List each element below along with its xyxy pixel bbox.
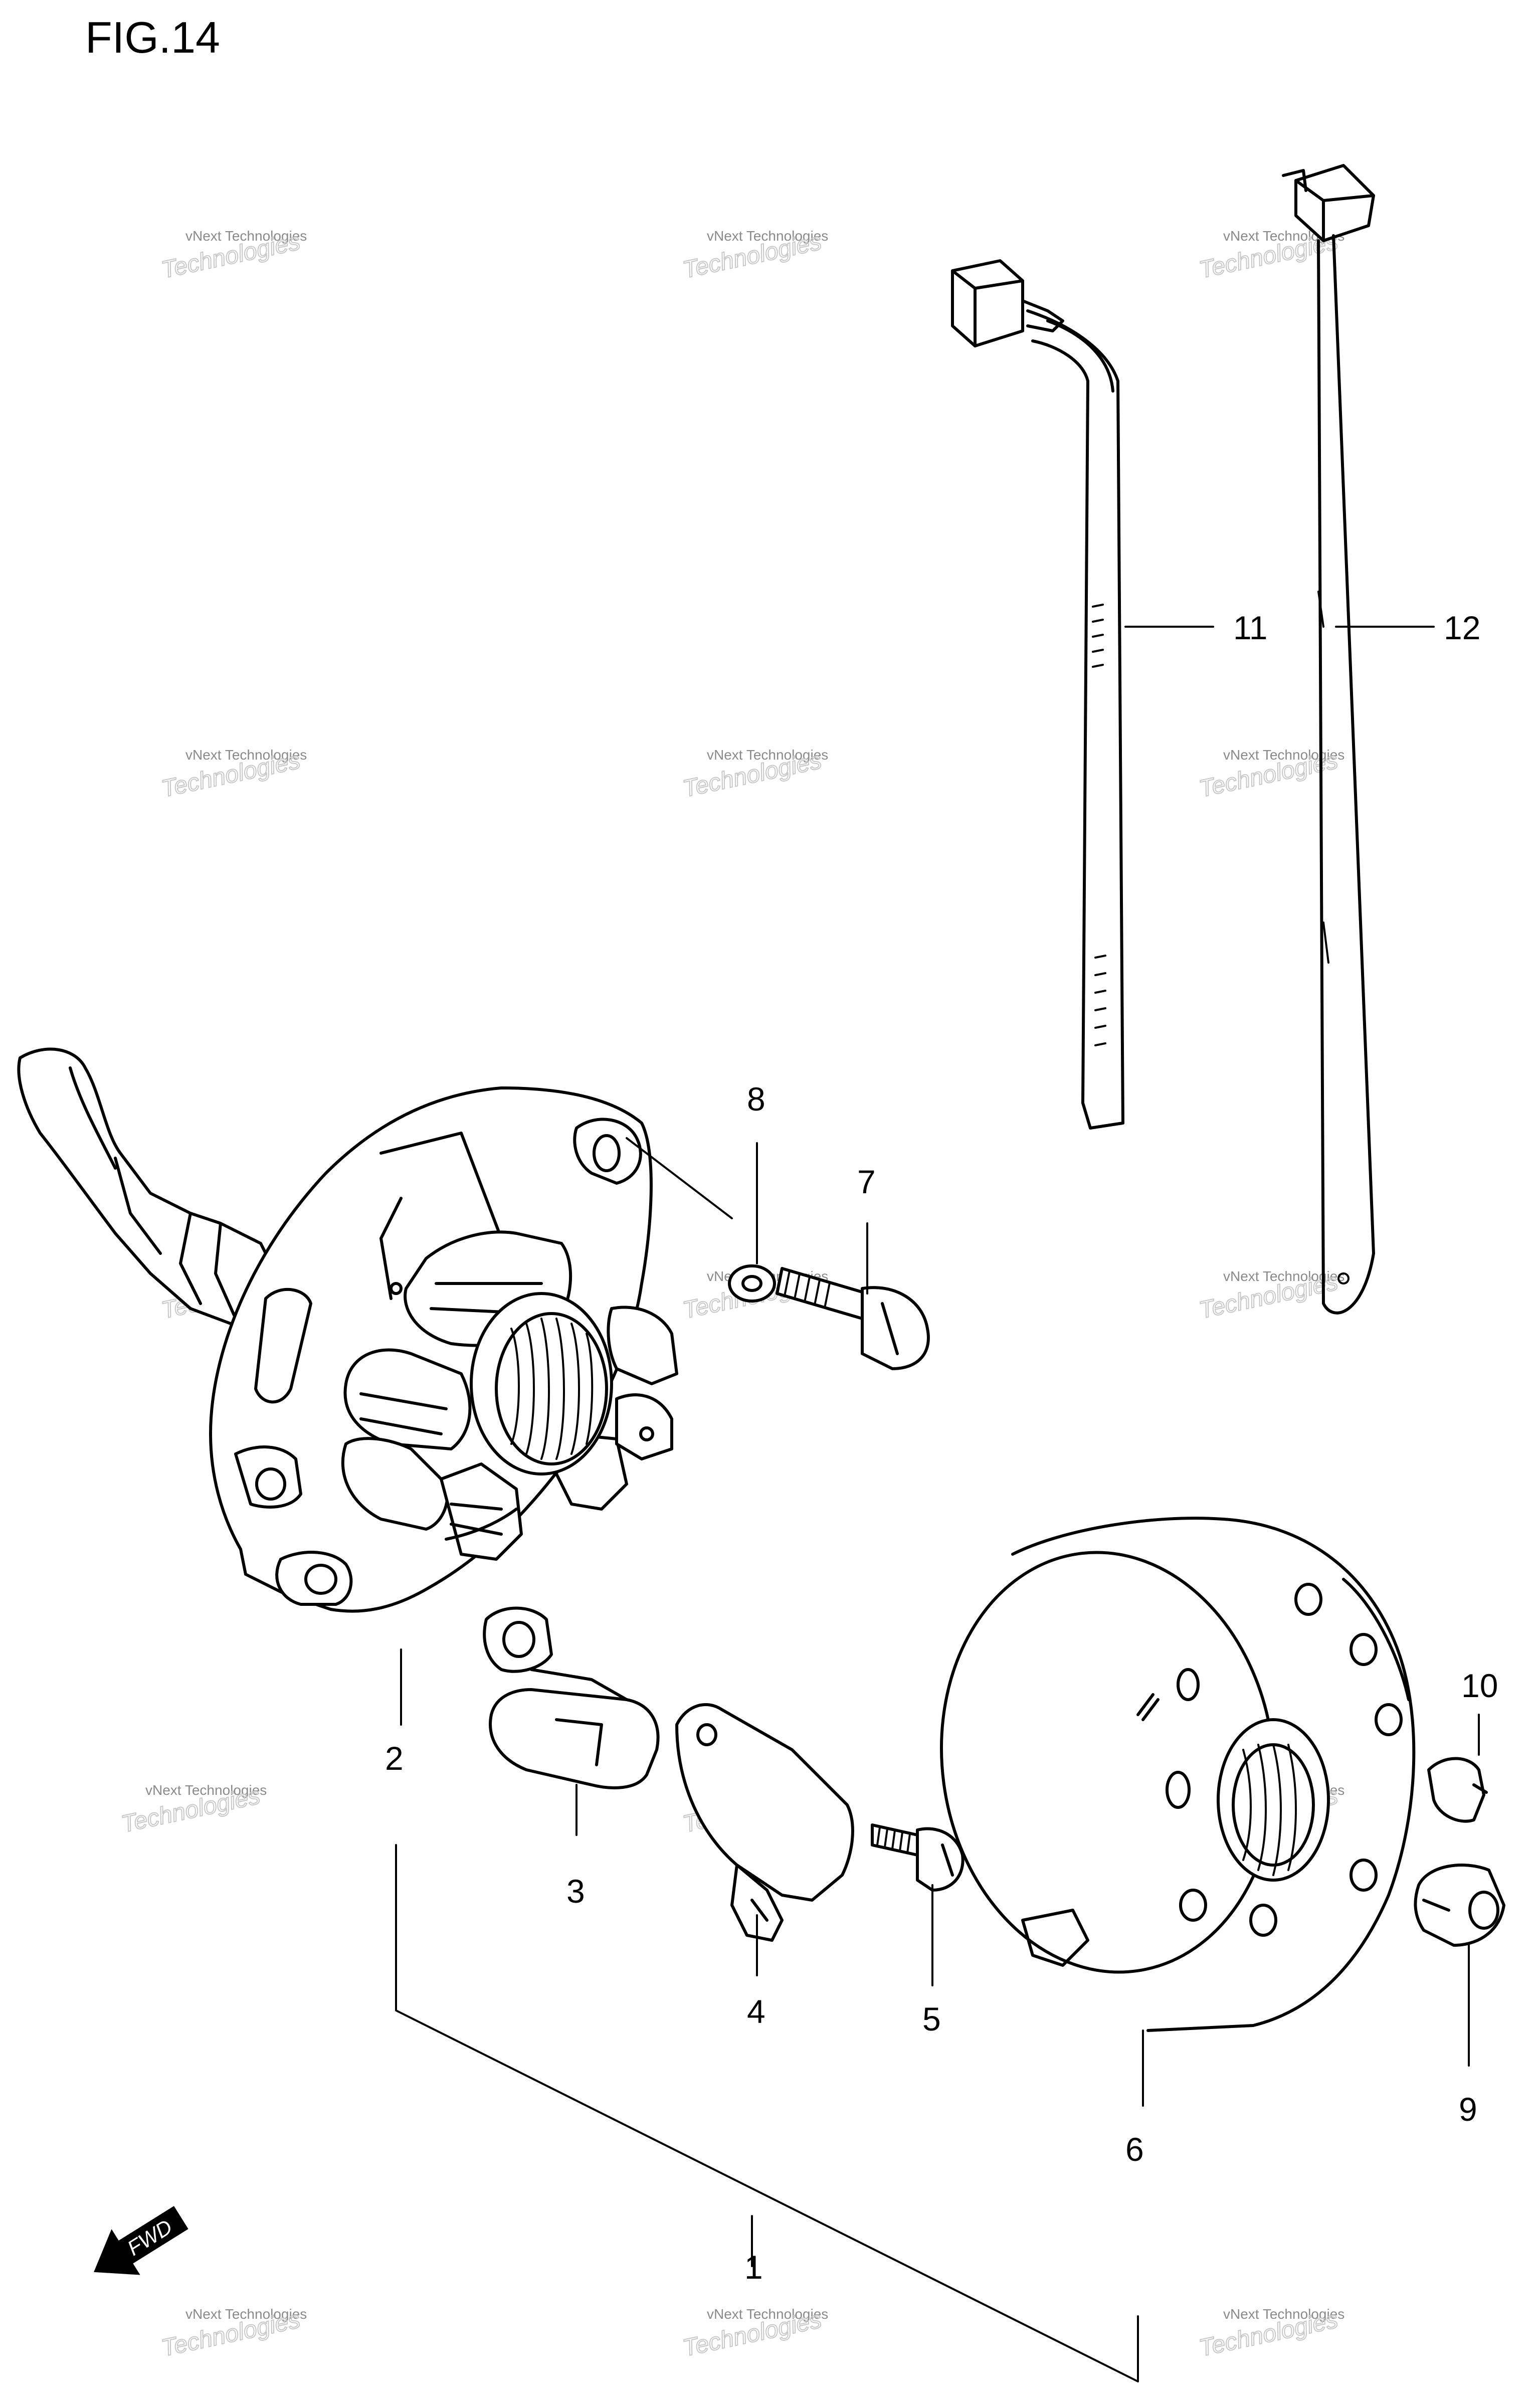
part-6-flywheel bbox=[940, 1517, 1416, 2032]
svg-text:vNext Technologies: vNext Technologies bbox=[185, 228, 307, 244]
callout-3: 3 bbox=[566, 1873, 585, 1910]
watermark: vNext Technologies Technologies bbox=[1197, 2306, 1345, 2362]
part-12-cable-tie bbox=[1282, 164, 1375, 1315]
svg-text:vNext Technologies: vNext Technologies bbox=[185, 747, 307, 763]
callout-4: 4 bbox=[747, 1993, 765, 2030]
watermark: vNext Technologies Technologies bbox=[159, 2306, 307, 2362]
leader-lines bbox=[395, 626, 1480, 2382]
callout-9: 9 bbox=[1459, 2091, 1477, 2128]
part-2-stator bbox=[17, 1047, 678, 1613]
part-5-screw bbox=[871, 1823, 965, 1892]
callout-6: 6 bbox=[1125, 2131, 1144, 2168]
part-7-bolt bbox=[776, 1267, 930, 1370]
svg-text:vNext Technologies: vNext Technologies bbox=[707, 2306, 828, 2322]
svg-text:vNext Technologies: vNext Technologies bbox=[1223, 747, 1344, 763]
part-4-bracket bbox=[675, 1703, 854, 1942]
svg-text:vNext Technologies: vNext Technologies bbox=[707, 747, 828, 763]
callout-7: 7 bbox=[857, 1163, 876, 1200]
figure-title: FIG.14 bbox=[85, 13, 220, 62]
watermark: vNext Technologies Technologies bbox=[680, 228, 829, 284]
callout-2: 2 bbox=[385, 1740, 404, 1777]
part-8-washer bbox=[728, 1264, 776, 1303]
svg-text:vNext Technologies: vNext Technologies bbox=[707, 228, 828, 244]
watermark: vNext Technologies Technologies bbox=[680, 747, 829, 803]
svg-text:vNext Technologies: vNext Technologies bbox=[1223, 2306, 1344, 2322]
callout-5: 5 bbox=[922, 2000, 941, 2038]
callout-10: 10 bbox=[1461, 1667, 1498, 1704]
part-11-cable-tie bbox=[951, 259, 1124, 1130]
part-9-nut bbox=[1414, 1864, 1505, 1947]
watermark: vNext Technologies Technologies bbox=[159, 228, 307, 284]
watermark: vNext Technologies Technologies bbox=[119, 1782, 267, 1838]
part-10-key bbox=[1427, 1757, 1488, 1823]
callout-8: 8 bbox=[747, 1080, 765, 1118]
part-3-pickup-coil bbox=[483, 1606, 660, 1789]
fwd-arrow: FWD bbox=[94, 2206, 188, 2275]
watermark: vNext Technologies Technologies bbox=[159, 747, 307, 803]
callout-1: 1 bbox=[744, 2249, 763, 2286]
callouts: 1 2 3 4 5 6 7 8 9 10 11 12 bbox=[385, 609, 1498, 2286]
watermark: vNext Technologies Technologies bbox=[680, 2306, 829, 2362]
svg-text:vNext Technologies: vNext Technologies bbox=[145, 1782, 267, 1798]
callout-11: 11 bbox=[1233, 609, 1268, 646]
svg-text:vNext Technologies: vNext Technologies bbox=[185, 2306, 307, 2322]
callout-12: 12 bbox=[1444, 609, 1480, 646]
